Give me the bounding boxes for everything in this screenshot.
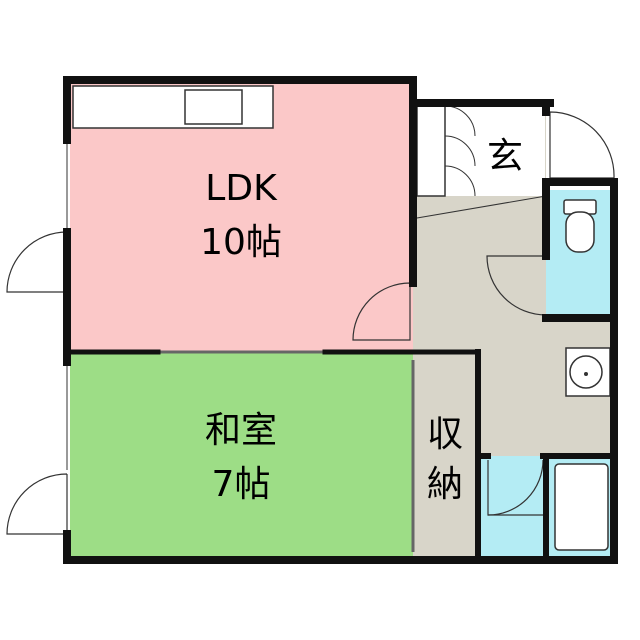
toilet-door-swing — [486, 255, 547, 316]
ldk-name-label: LDK — [205, 168, 278, 209]
kitchen-counter — [72, 85, 274, 129]
ldk-inner-door-swing — [352, 282, 411, 341]
washitsu-west-door-swing — [6, 473, 68, 535]
genkan-step-line — [416, 195, 547, 219]
washitsu-name-label: 和室 — [205, 410, 277, 451]
ldk-west-door-swing — [6, 231, 68, 293]
washbasin-drain — [584, 372, 588, 376]
washitsu-room — [70, 352, 413, 557]
ldk-size-label: 10帖 — [200, 222, 282, 263]
kitchen-sink — [184, 89, 243, 125]
bath-door-arc — [487, 459, 544, 516]
storage-area — [413, 352, 478, 557]
toilet-bowl — [565, 211, 595, 253]
washitsu-size-label: 7帖 — [212, 464, 271, 505]
bathtub — [554, 463, 609, 551]
genkan-label: 玄 — [487, 136, 523, 177]
shoe-cabinet — [416, 105, 446, 197]
storage-label-line1: 収 — [427, 414, 463, 455]
walls — [63, 76, 618, 564]
entrance-door-swing — [549, 111, 615, 179]
storage-label-line2: 納 — [427, 464, 463, 505]
